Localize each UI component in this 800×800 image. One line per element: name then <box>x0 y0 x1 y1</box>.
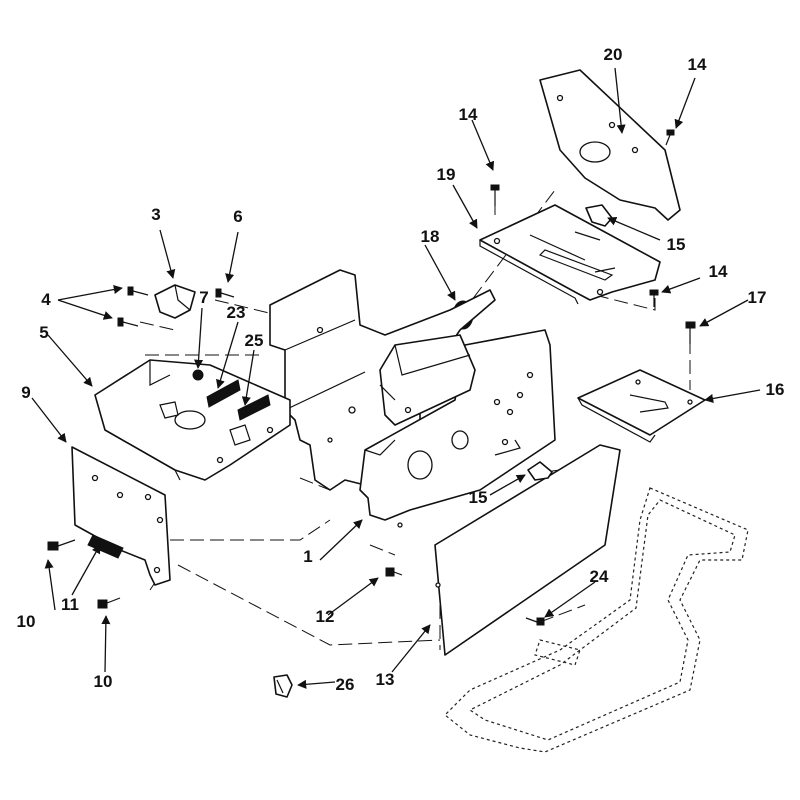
callout-23: 23 <box>227 303 246 322</box>
leader-arrows <box>31 67 761 689</box>
callout-13: 13 <box>376 670 395 689</box>
main-frame <box>269 269 556 528</box>
callout-15-bottom: 15 <box>469 488 488 507</box>
callout-4: 4 <box>41 290 51 309</box>
bolt-10a <box>47 539 76 551</box>
seat-outline <box>444 487 749 753</box>
part-19-plate <box>479 204 661 305</box>
part-7-nut <box>192 369 204 381</box>
callout-5: 5 <box>39 323 48 342</box>
screw-6 <box>215 288 235 298</box>
part-3-bracket <box>154 284 196 319</box>
bolt-24 <box>525 617 545 626</box>
part-9-panel <box>71 446 171 586</box>
part-25-connector <box>237 394 271 421</box>
callout-15-top: 15 <box>667 235 686 254</box>
callout-1: 1 <box>303 547 312 566</box>
callout-20: 20 <box>604 45 623 64</box>
callout-19: 19 <box>437 165 456 184</box>
callout-25: 25 <box>245 331 264 350</box>
screw-14-plate20 <box>665 129 675 146</box>
callout-3: 3 <box>151 205 160 224</box>
callout-7: 7 <box>199 288 208 307</box>
part-5-tray <box>94 359 291 481</box>
bolt-10b <box>97 597 121 609</box>
part-16-plate <box>577 369 706 443</box>
screw-14-top <box>490 184 500 206</box>
callout-17: 17 <box>748 288 767 307</box>
part-13-panel <box>434 444 621 656</box>
callout-16: 16 <box>766 380 785 399</box>
callout-6: 6 <box>233 207 242 226</box>
part-15-clip-bottom <box>527 461 553 481</box>
part-20-plate <box>539 69 681 221</box>
callout-10-upper: 10 <box>17 612 36 631</box>
callout-26: 26 <box>336 675 355 694</box>
bolt-17 <box>685 321 696 344</box>
screw-14-right <box>649 289 659 307</box>
screw-4a <box>127 286 149 296</box>
callout-14-top: 14 <box>459 105 478 124</box>
part-23-connector <box>206 379 241 408</box>
part-15-clip-top <box>585 204 613 227</box>
callout-18: 18 <box>421 227 440 246</box>
callout-labels: 20 14 14 19 15 14 17 18 16 3 6 4 7 23 25… <box>17 45 785 694</box>
part-11-connector <box>87 534 124 559</box>
screw-4b <box>117 317 139 327</box>
callout-14-plate20: 14 <box>688 55 707 74</box>
callout-9: 9 <box>21 383 30 402</box>
callout-12: 12 <box>316 607 335 626</box>
callout-24: 24 <box>590 567 609 586</box>
part-26-clip <box>273 674 293 698</box>
callout-11: 11 <box>61 595 79 614</box>
screw-parts <box>47 129 696 626</box>
callout-10-lower: 10 <box>94 672 113 691</box>
callout-14-right: 14 <box>709 262 728 281</box>
bolt-12 <box>385 567 403 577</box>
